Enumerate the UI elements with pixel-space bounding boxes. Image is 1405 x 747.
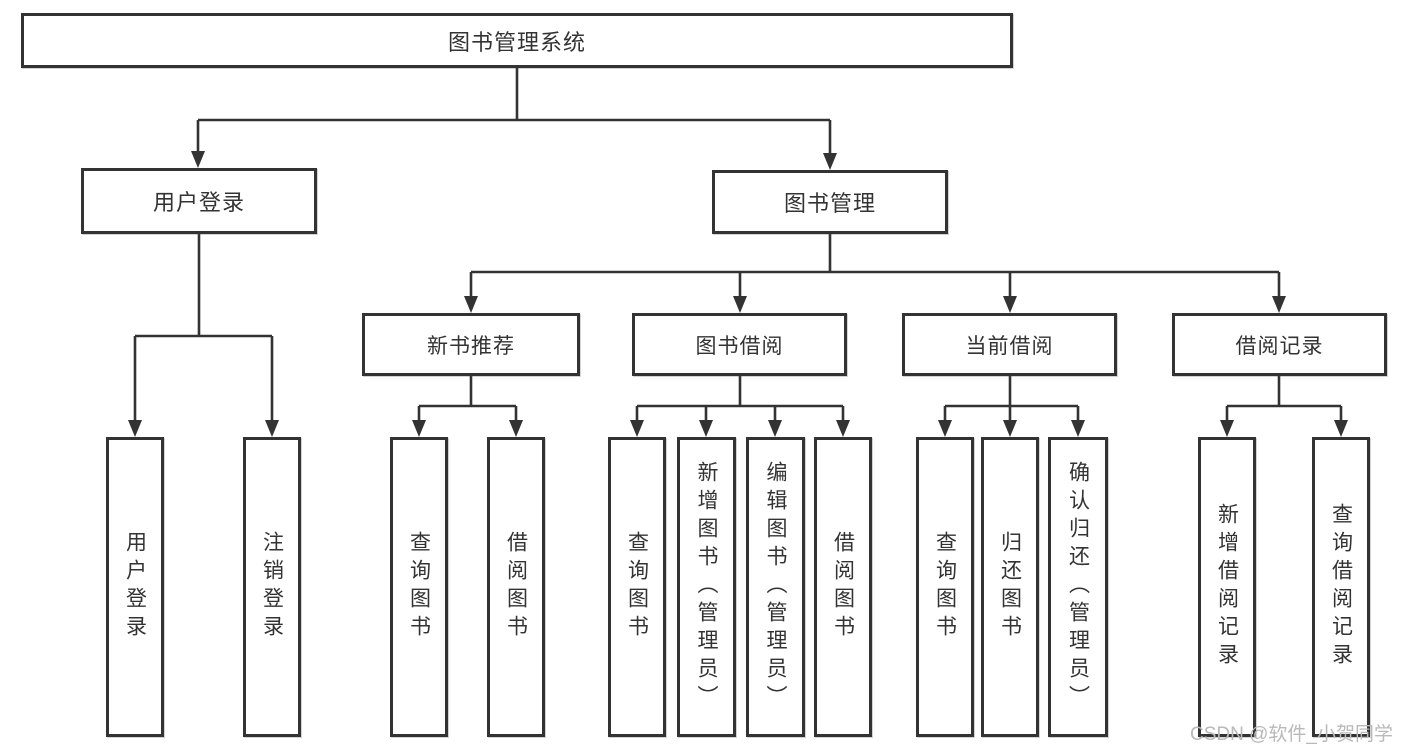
leaf-label: 借阅图书 <box>504 531 528 643</box>
leaf-label: 查询图书 <box>625 531 649 643</box>
leaf-edit-books-admin: 编辑图书（管理员） <box>746 437 805 737</box>
connector-book-borrowing-to-leaves <box>630 376 850 437</box>
node-label: 图书借阅 <box>695 334 784 358</box>
leaf-label: 查询借阅记录 <box>1329 503 1353 671</box>
leaf-query-books-current: 查询图书 <box>916 437 974 737</box>
node-book-management: 图书管理 <box>712 170 948 234</box>
connector-root-to-level2 <box>191 68 837 170</box>
node-label: 新书推荐 <box>427 334 515 358</box>
leaf-borrow-books-recommend: 借阅图书 <box>487 437 545 737</box>
leaf-query-books-recommend: 查询图书 <box>390 437 448 737</box>
connector-new-book-recommend-to-leaves <box>412 376 523 437</box>
leaf-label: 归还图书 <box>998 531 1022 643</box>
connector-user-login-to-leaves <box>128 234 279 437</box>
leaf-add-borrow-record: 新增借阅记录 <box>1198 437 1256 737</box>
leaf-confirm-return-admin: 确认归还（管理员） <box>1048 437 1108 737</box>
connector-current-borrowing-to-leaves <box>938 376 1085 437</box>
node-label: 当前借阅 <box>965 334 1054 358</box>
node-book-borrowing: 图书借阅 <box>632 313 847 376</box>
watermark: CSDN @软件_小贺同学 <box>1190 724 1393 745</box>
node-label: 借阅记录 <box>1235 334 1324 358</box>
leaf-label: 新增借阅记录 <box>1215 503 1239 671</box>
leaf-logout: 注销登录 <box>243 437 301 737</box>
node-current-borrowing: 当前借阅 <box>902 313 1117 376</box>
leaf-label: 注销登录 <box>260 531 284 643</box>
node-user-login: 用户登录 <box>81 168 317 234</box>
node-new-book-recommend: 新书推荐 <box>362 313 580 376</box>
leaf-label: 查询图书 <box>933 531 957 643</box>
node-label: 图书管理 <box>783 191 876 216</box>
leaf-label: 确认归还（管理员） <box>1066 461 1090 713</box>
leaf-label: 借阅图书 <box>831 531 855 643</box>
leaf-query-borrow-record: 查询借阅记录 <box>1312 437 1370 737</box>
leaf-label: 新增图书（管理员） <box>695 461 718 713</box>
leaf-add-books-admin: 新增图书（管理员） <box>677 437 736 737</box>
leaf-return-books: 归还图书 <box>981 437 1039 737</box>
leaf-query-books-borrowing: 查询图书 <box>608 437 666 737</box>
node-label: 用户登录 <box>152 190 245 215</box>
leaf-borrow-books: 借阅图书 <box>814 437 872 737</box>
leaf-user-login: 用户登录 <box>106 437 164 737</box>
leaf-label: 用户登录 <box>123 531 147 643</box>
leaf-label: 编辑图书（管理员） <box>764 461 787 713</box>
connector-book-management-to-level3 <box>464 234 1286 313</box>
node-borrowing-records: 借阅记录 <box>1172 313 1387 376</box>
node-library-management-system: 图书管理系统 <box>21 13 1013 68</box>
connector-borrowing-records-to-leaves <box>1220 376 1348 437</box>
node-label: 图书管理系统 <box>447 29 586 55</box>
leaf-label: 查询图书 <box>407 531 431 643</box>
